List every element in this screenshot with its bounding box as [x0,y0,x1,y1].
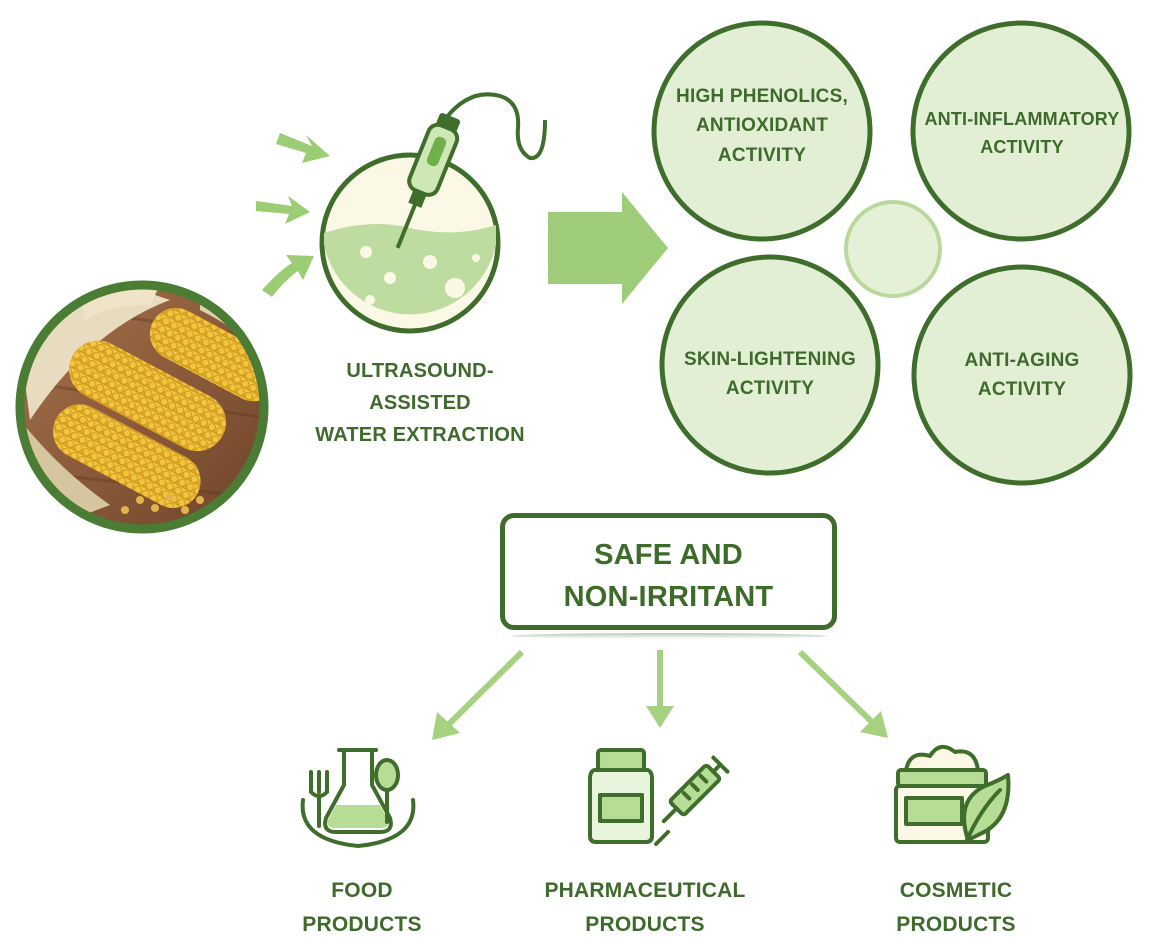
safety-box: SAFE AND NON-IRRITANT [500,513,837,630]
pharmaceutical-products-line-2: PRODUCTS [585,912,705,936]
safety-box-shadow [512,633,827,639]
application-arrows [432,649,888,740]
activity-anti-inflammatory-label: ANTI-INFLAMMATORY ACTIVITY [902,106,1142,162]
food-flask-fork-spoon-icon [300,748,416,848]
process-label: ULTRASOUND- ASSISTED WATER EXTRACTION [300,355,540,451]
activity-anti-inflammatory-line-1: ANTI-INFLAMMATORY [924,109,1120,129]
safety-label-line-2: NON-IRRITANT [563,581,774,614]
activity-antioxidant-label: HIGH PHENOLICS, ANTIOXIDANT ACTIVITY [656,82,868,170]
food-products-label: FOOD PRODUCTS [262,874,462,941]
pill-bottle-syringe-icon [588,748,730,846]
input-arrows [256,133,330,297]
activity-anti-aging-label: ANTI-AGING ACTIVITY [922,346,1122,405]
pharmaceutical-products-label: PHARMACEUTICAL PRODUCTS [510,874,780,941]
safety-label-line-1: SAFE AND [594,539,743,571]
process-label-line-1: ULTRASOUND- [346,360,494,382]
food-products-line-2: PRODUCTS [302,912,422,936]
pharmaceutical-products-line-1: PHARMACEUTICAL [544,879,746,902]
cosmetic-products-line-1: COSMETIC [899,879,1013,902]
food-products-line-1: FOOD [331,879,393,902]
process-label-line-3: WATER EXTRACTION [315,424,525,446]
activity-skin-lightening-line-1: SKIN-LIGHTENING [684,349,856,370]
activity-antioxidant-line-2: ANTIOXIDANT [695,115,829,137]
activity-anti-aging-line-2: ACTIVITY [977,379,1067,401]
activity-skin-lightening-line-2: ACTIVITY [725,378,815,400]
corn-image [15,280,269,534]
main-arrow [548,192,668,304]
activity-skin-lightening-label: SKIN-LIGHTENING ACTIVITY [662,345,878,404]
process-label-line-2: ASSISTED [369,392,471,414]
ultrasound-probe-icon [319,92,547,334]
cream-jar-leaf-icon [894,744,1011,844]
safety-label: SAFE AND NON-IRRITANT [505,534,832,618]
activity-anti-aging-line-1: ANTI-AGING [964,350,1080,371]
activity-antioxidant-line-3: ACTIVITY [717,144,807,166]
activity-antioxidant-line-1: HIGH PHENOLICS, [676,86,848,107]
activity-anti-inflammatory-line-2: ACTIVITY [980,136,1064,157]
activity-circles [651,20,1133,486]
cosmetic-products-label: COSMETIC PRODUCTS [856,874,1056,941]
cosmetic-products-line-2: PRODUCTS [896,912,1016,936]
